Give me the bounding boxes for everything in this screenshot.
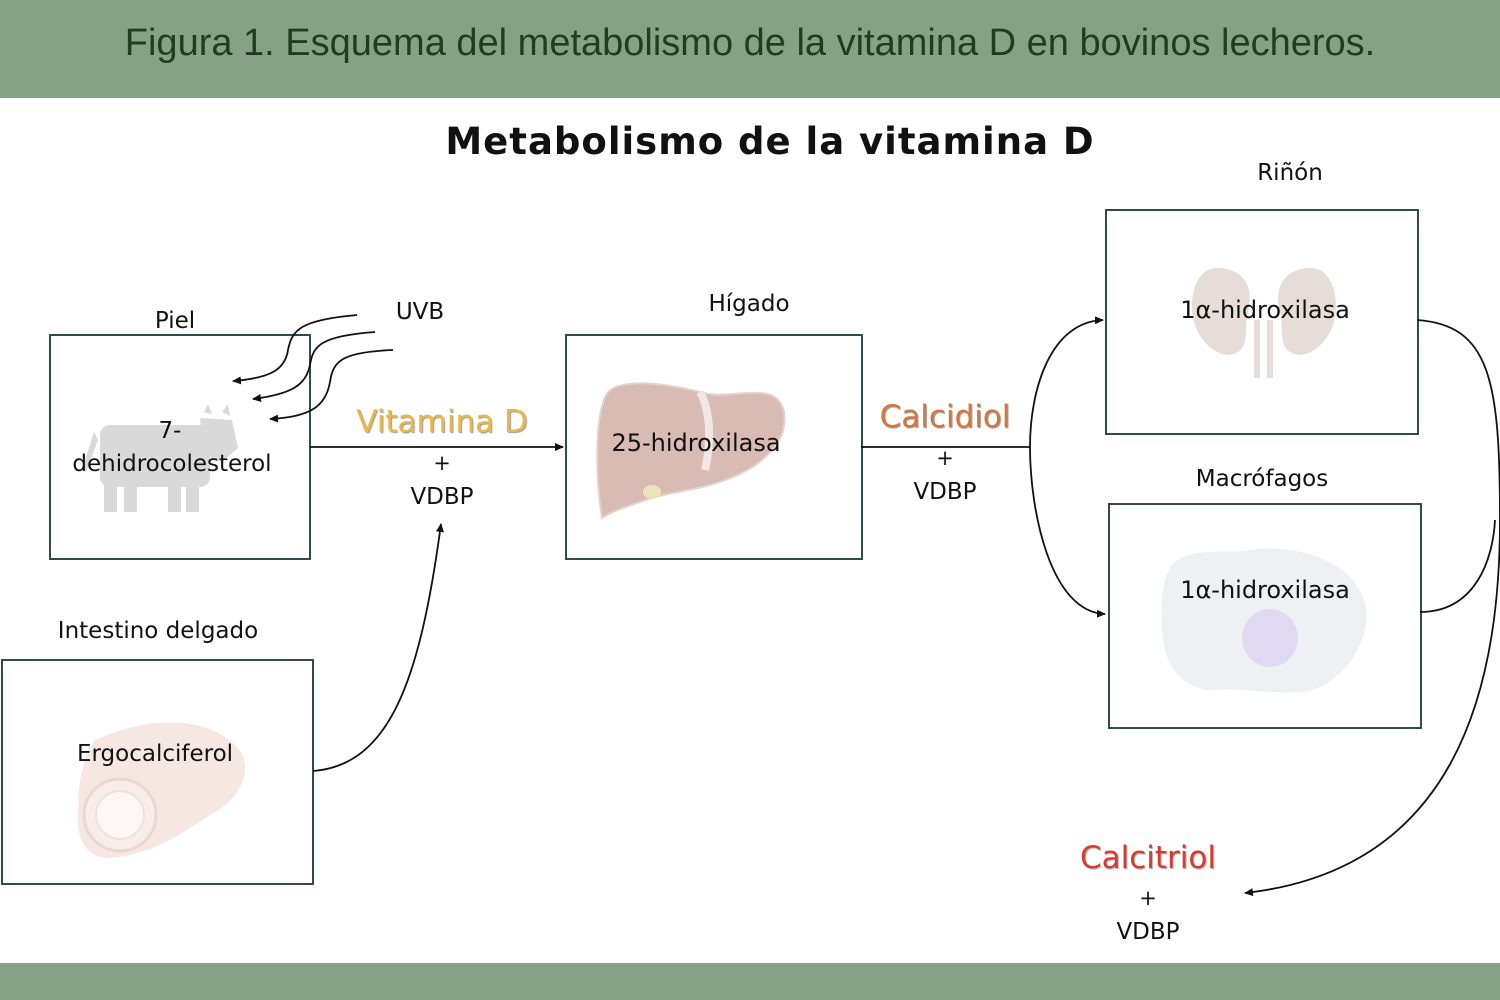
uvb-label: UVB (395, 299, 445, 325)
macrophage-icon (1161, 548, 1367, 693)
intestino-content: Ergocalciferol (76, 741, 234, 767)
liver-icon (596, 382, 786, 520)
rinon-label: Riñón (1257, 160, 1323, 186)
calcitriol-label: Calcitriol (1079, 840, 1217, 876)
macrofagos-enzyme: 1α-hidroxilasa (1180, 576, 1350, 604)
piel-label: Piel (154, 308, 196, 334)
diagram-title: Metabolismo de la vitamina D (445, 120, 1095, 163)
top-banner (0, 0, 1500, 98)
calcitriol-carrier: VDBP (1116, 919, 1180, 945)
calcidiol-plus: + (936, 446, 954, 470)
rinon-box (1105, 209, 1419, 435)
rinon-enzyme: 1α-hidroxilasa (1180, 296, 1350, 324)
higado-enzyme: 25-hidroxilasa (611, 429, 781, 457)
intestino-box (1, 659, 314, 885)
intestino-label: Intestino delgado (57, 618, 259, 644)
calcitriol-plus: + (1139, 886, 1157, 910)
piel-content-line1: 7- (158, 418, 182, 444)
bottom-banner (0, 963, 1500, 1000)
macrofagos-label: Macrófagos (1195, 466, 1329, 492)
vitamina-d-plus: + (433, 451, 451, 475)
calcidiol-label: Calcidiol (879, 399, 1011, 435)
vitamina-d-label: Vitamina D (356, 404, 528, 440)
cow-icon (82, 404, 238, 512)
piel-content-line2: dehidrocolesterol (72, 451, 272, 477)
vitamina-d-carrier: VDBP (410, 484, 474, 510)
higado-label: Hígado (708, 291, 790, 317)
intestine-icon (78, 722, 246, 858)
figure-caption: Figura 1. Esquema del metabolismo de la … (124, 22, 1376, 64)
kidney-icon (1192, 267, 1336, 378)
macrofagos-box (1108, 503, 1422, 729)
calcidiol-carrier: VDBP (913, 479, 977, 505)
